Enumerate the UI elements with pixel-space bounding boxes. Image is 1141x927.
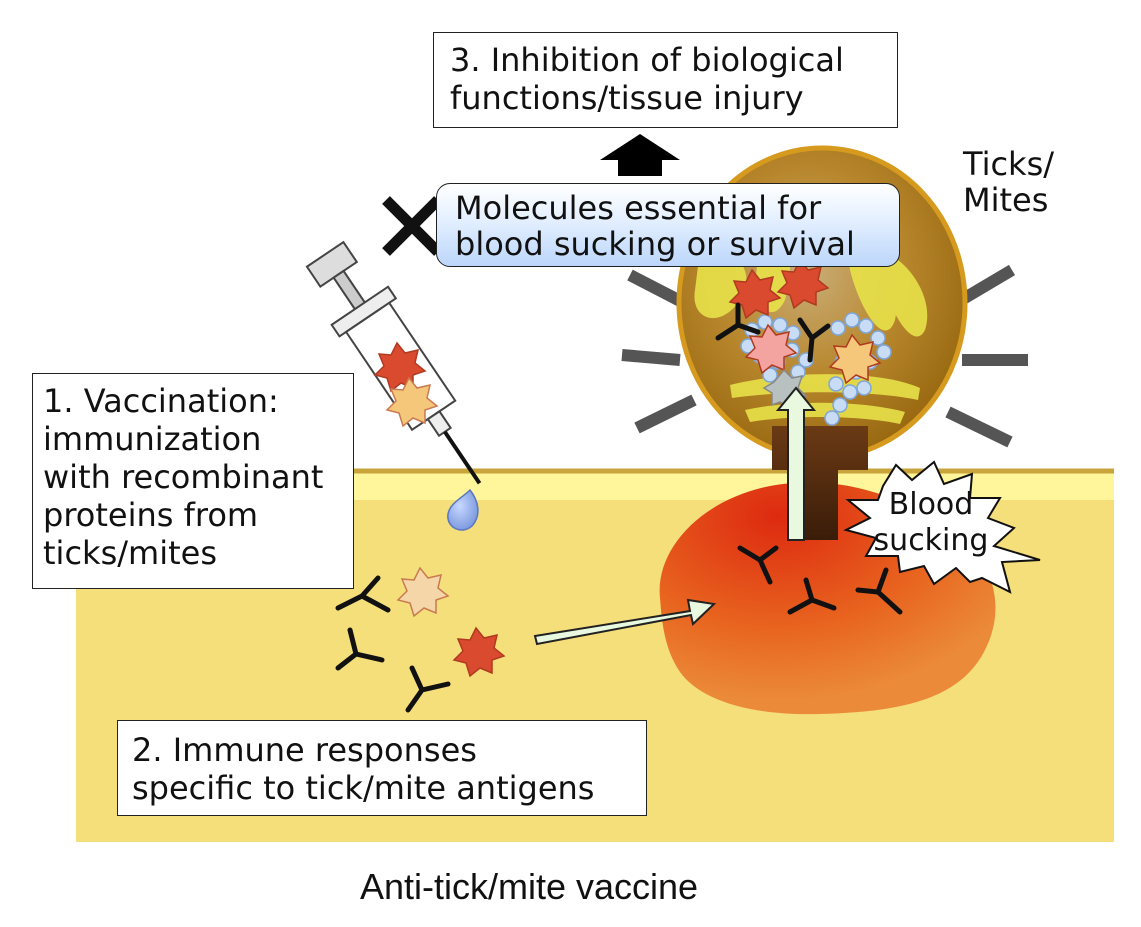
tick-rays [621, 264, 1028, 448]
blood-line: sucking [873, 523, 989, 558]
molecules-line: Molecules essential for [455, 189, 822, 227]
skin-antibodies [335, 545, 903, 713]
tick-antigens [728, 258, 882, 410]
step1-line: 1. Vaccination: [43, 382, 279, 420]
transport-arrow [533, 598, 717, 646]
molecules-box: Molecules essential for blood sucking or… [436, 183, 900, 267]
step1-line: proteins from [43, 496, 259, 534]
step2-box: 2. Immune responses specific to tick/mit… [117, 720, 647, 816]
blood-line: Blood [888, 487, 974, 522]
uptake-arrow [775, 386, 817, 541]
block-x-icon [382, 196, 442, 256]
skin-antigens [396, 566, 506, 678]
step2-line: specific to tick/mite antigens [132, 769, 595, 807]
blood-sucking-label: Blood sucking [856, 487, 1006, 559]
step3-line: 3. Inhibition of biological [450, 41, 844, 79]
blood-sucking-burst [843, 460, 1041, 594]
step1-box: 1. Vaccination: immunization with recomb… [32, 373, 354, 589]
step3-box: 3. Inhibition of biological functions/ti… [433, 32, 898, 128]
step2-line: 2. Immune responses [132, 731, 477, 769]
organism-line: Ticks/ [963, 145, 1055, 183]
step1-line: immunization [43, 420, 262, 458]
step1-line: ticks/mites [43, 534, 217, 572]
up-arrow [600, 134, 680, 176]
organism-line: Mites [963, 181, 1049, 219]
diagram-title: Anti-tick/mite vaccine [359, 866, 699, 907]
molecules-line: blood sucking or survival [455, 225, 855, 263]
step1-line: with recombinant [43, 458, 324, 496]
vaccine-droplet [447, 488, 479, 531]
step3-line: functions/tissue injury [450, 79, 804, 117]
organism-label: Ticks/ Mites [963, 146, 1054, 218]
tick-antibodies [715, 302, 831, 363]
syringe-antigens [373, 341, 439, 428]
